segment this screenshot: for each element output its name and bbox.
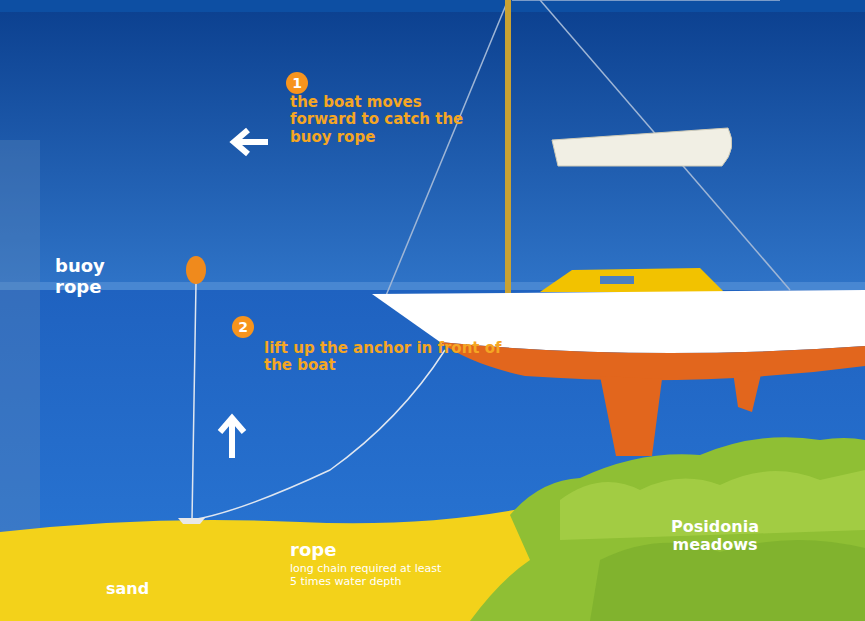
keel [600, 376, 662, 456]
posidonia-meadow [470, 437, 865, 621]
anchor [178, 518, 205, 524]
rope-label: rope [290, 540, 410, 561]
sand-label: sand [106, 580, 186, 598]
top-band [0, 0, 865, 12]
mast [505, 0, 511, 296]
mooring-rope [192, 283, 445, 520]
callout-circle: 2 [232, 316, 254, 338]
sky [0, 0, 865, 290]
direction-arrow [234, 130, 268, 154]
forestay [385, 0, 508, 298]
rudder [733, 370, 762, 412]
cabin [540, 268, 724, 292]
buoy-label: buoy rope [55, 256, 145, 297]
backstay [512, 0, 780, 1]
sea [0, 290, 865, 621]
backstay [540, 0, 790, 290]
meadow-label: Posidonia meadows [640, 518, 790, 555]
edge-strip [0, 140, 40, 580]
hull-bottom [440, 342, 865, 380]
callout-number: 2 [238, 320, 248, 334]
callout-text: the boat moves forward to catch the buoy… [290, 94, 480, 146]
rope-note: long chain required at least 5 times wat… [290, 563, 450, 588]
cabin-window [600, 276, 634, 284]
buoy [186, 256, 206, 284]
callout-number: 1 [292, 76, 302, 90]
callout-circle: 1 [286, 72, 308, 94]
furled-sail [552, 128, 732, 166]
callout-text: lift up the anchor in front of the boat [264, 340, 504, 375]
direction-arrow [220, 418, 244, 458]
